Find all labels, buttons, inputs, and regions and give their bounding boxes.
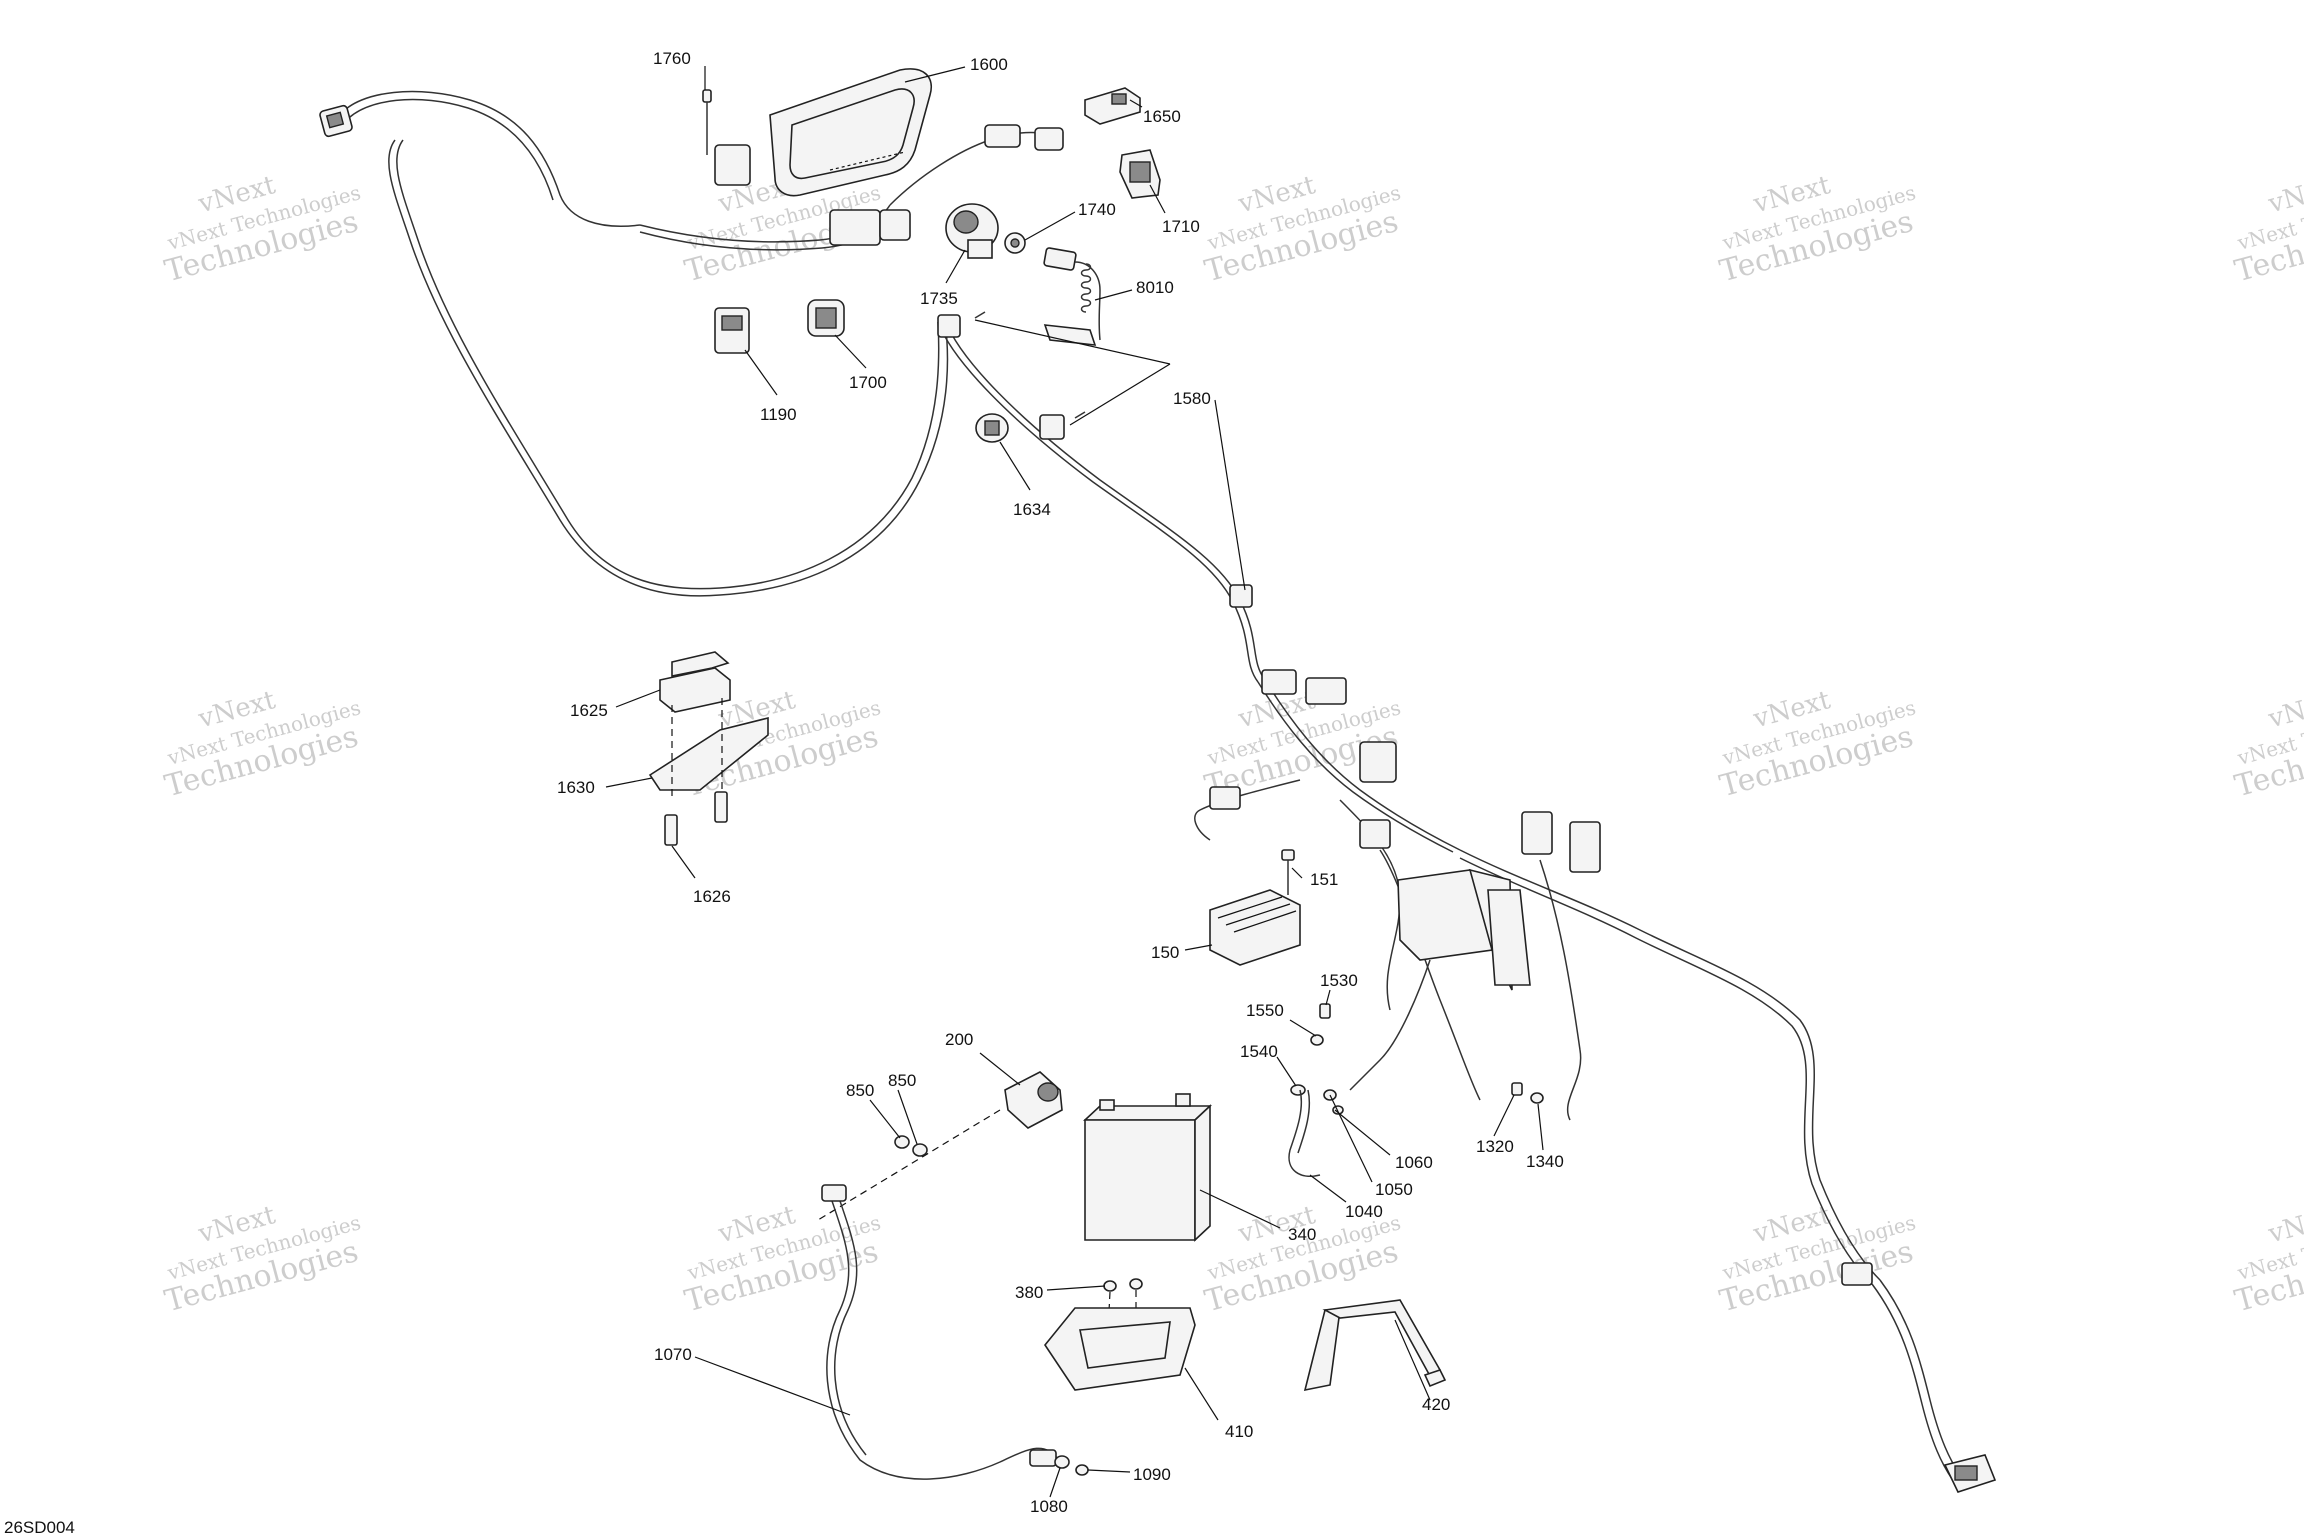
callout-1530: 1530 — [1320, 971, 1358, 990]
callout-1700: 1700 — [849, 373, 887, 392]
solenoid-200 — [817, 1071, 1063, 1221]
regulator-150 — [1209, 889, 1301, 966]
plug-1710 — [1119, 149, 1161, 199]
small-hardware-1530-1550-1540 — [1290, 1003, 1331, 1096]
clips-1580 — [937, 311, 1253, 608]
nuts-850 — [894, 1135, 928, 1157]
callout-850-left: 850 — [846, 1081, 874, 1100]
battery-tray-410 — [1044, 1307, 1196, 1391]
callout-410: 410 — [1225, 1422, 1253, 1441]
callout-1190: 1190 — [760, 405, 797, 424]
callout-1630: 1630 — [557, 778, 595, 797]
battery-cable-1070 — [821, 1184, 1061, 1480]
callout-850-right: 850 — [888, 1071, 916, 1090]
gauge-cluster-1600 — [769, 68, 932, 197]
callout-200: 200 — [945, 1030, 973, 1049]
callout-380: 380 — [1015, 1283, 1043, 1302]
bolt-151 — [1281, 849, 1295, 895]
diagram-code: 26SD004 — [4, 1518, 75, 1536]
connector-1190 — [714, 307, 750, 354]
callout-420: 420 — [1422, 1395, 1450, 1414]
leader-lines — [605, 66, 1544, 1498]
callout-1760: 1760 — [653, 49, 691, 68]
connector-left-top — [319, 104, 353, 138]
watermark: vNext — [2264, 1200, 2304, 1250]
callout-1650: 1650 — [1143, 107, 1181, 126]
callout-1740: 1740 — [1078, 200, 1116, 219]
callout-1735: 1735 — [920, 289, 958, 308]
callout-1040: 1040 — [1345, 1202, 1383, 1221]
callout-1070: 1070 — [654, 1345, 692, 1364]
callout-1090: 1090 — [1133, 1465, 1171, 1484]
screw-1760 — [702, 89, 712, 155]
nut-1740 — [1004, 232, 1026, 254]
connector-cluster-group — [714, 124, 1064, 246]
bracket-1630 — [648, 698, 769, 800]
connector-mid-group — [1209, 669, 1601, 873]
watermark: vNext — [2264, 170, 2304, 220]
callout-1080: 1080 — [1030, 1497, 1068, 1516]
socket-1634 — [975, 413, 1009, 443]
callout-8010: 8010 — [1136, 278, 1174, 297]
fuse-box — [1397, 868, 1531, 991]
callout-1600: 1600 — [970, 55, 1008, 74]
watermark: vNext — [2264, 685, 2304, 735]
callout-1550: 1550 — [1246, 1001, 1284, 1020]
nuts-1080-1090 — [1054, 1455, 1089, 1476]
callout-labels: 1760 1600 1650 1710 1740 1735 8010 1700 … — [557, 49, 1564, 1516]
callout-1626: 1626 — [693, 887, 731, 906]
callout-340: 340 — [1288, 1225, 1316, 1244]
callout-1050: 1050 — [1375, 1180, 1413, 1199]
callout-1340: 1340 — [1526, 1152, 1564, 1171]
callout-1580: 1580 — [1173, 389, 1211, 408]
callout-150: 150 — [1151, 943, 1179, 962]
callout-151: 151 — [1310, 870, 1338, 889]
bolt-1320-1340 — [1511, 1082, 1544, 1104]
callout-1634: 1634 — [1013, 500, 1051, 519]
callout-1540: 1540 — [1240, 1042, 1278, 1061]
relay-1625 — [659, 651, 731, 713]
connector-1700 — [807, 299, 845, 337]
switch-1735 — [945, 203, 999, 259]
connector-1650 — [1084, 87, 1141, 125]
battery-340 — [1082, 1093, 1213, 1242]
coil-cable-8010 — [1043, 247, 1101, 346]
callout-1625: 1625 — [570, 701, 608, 720]
callout-1320: 1320 — [1476, 1137, 1514, 1156]
callout-1710: 1710 — [1162, 217, 1200, 236]
hold-down-strap-420 — [1303, 1299, 1447, 1392]
cable-1040 — [1288, 1089, 1344, 1177]
screws-380 — [1103, 1278, 1143, 1331]
callout-1060: 1060 — [1395, 1153, 1433, 1172]
screws-1626 — [664, 791, 728, 846]
connector-right-bottom — [1841, 1262, 1997, 1493]
